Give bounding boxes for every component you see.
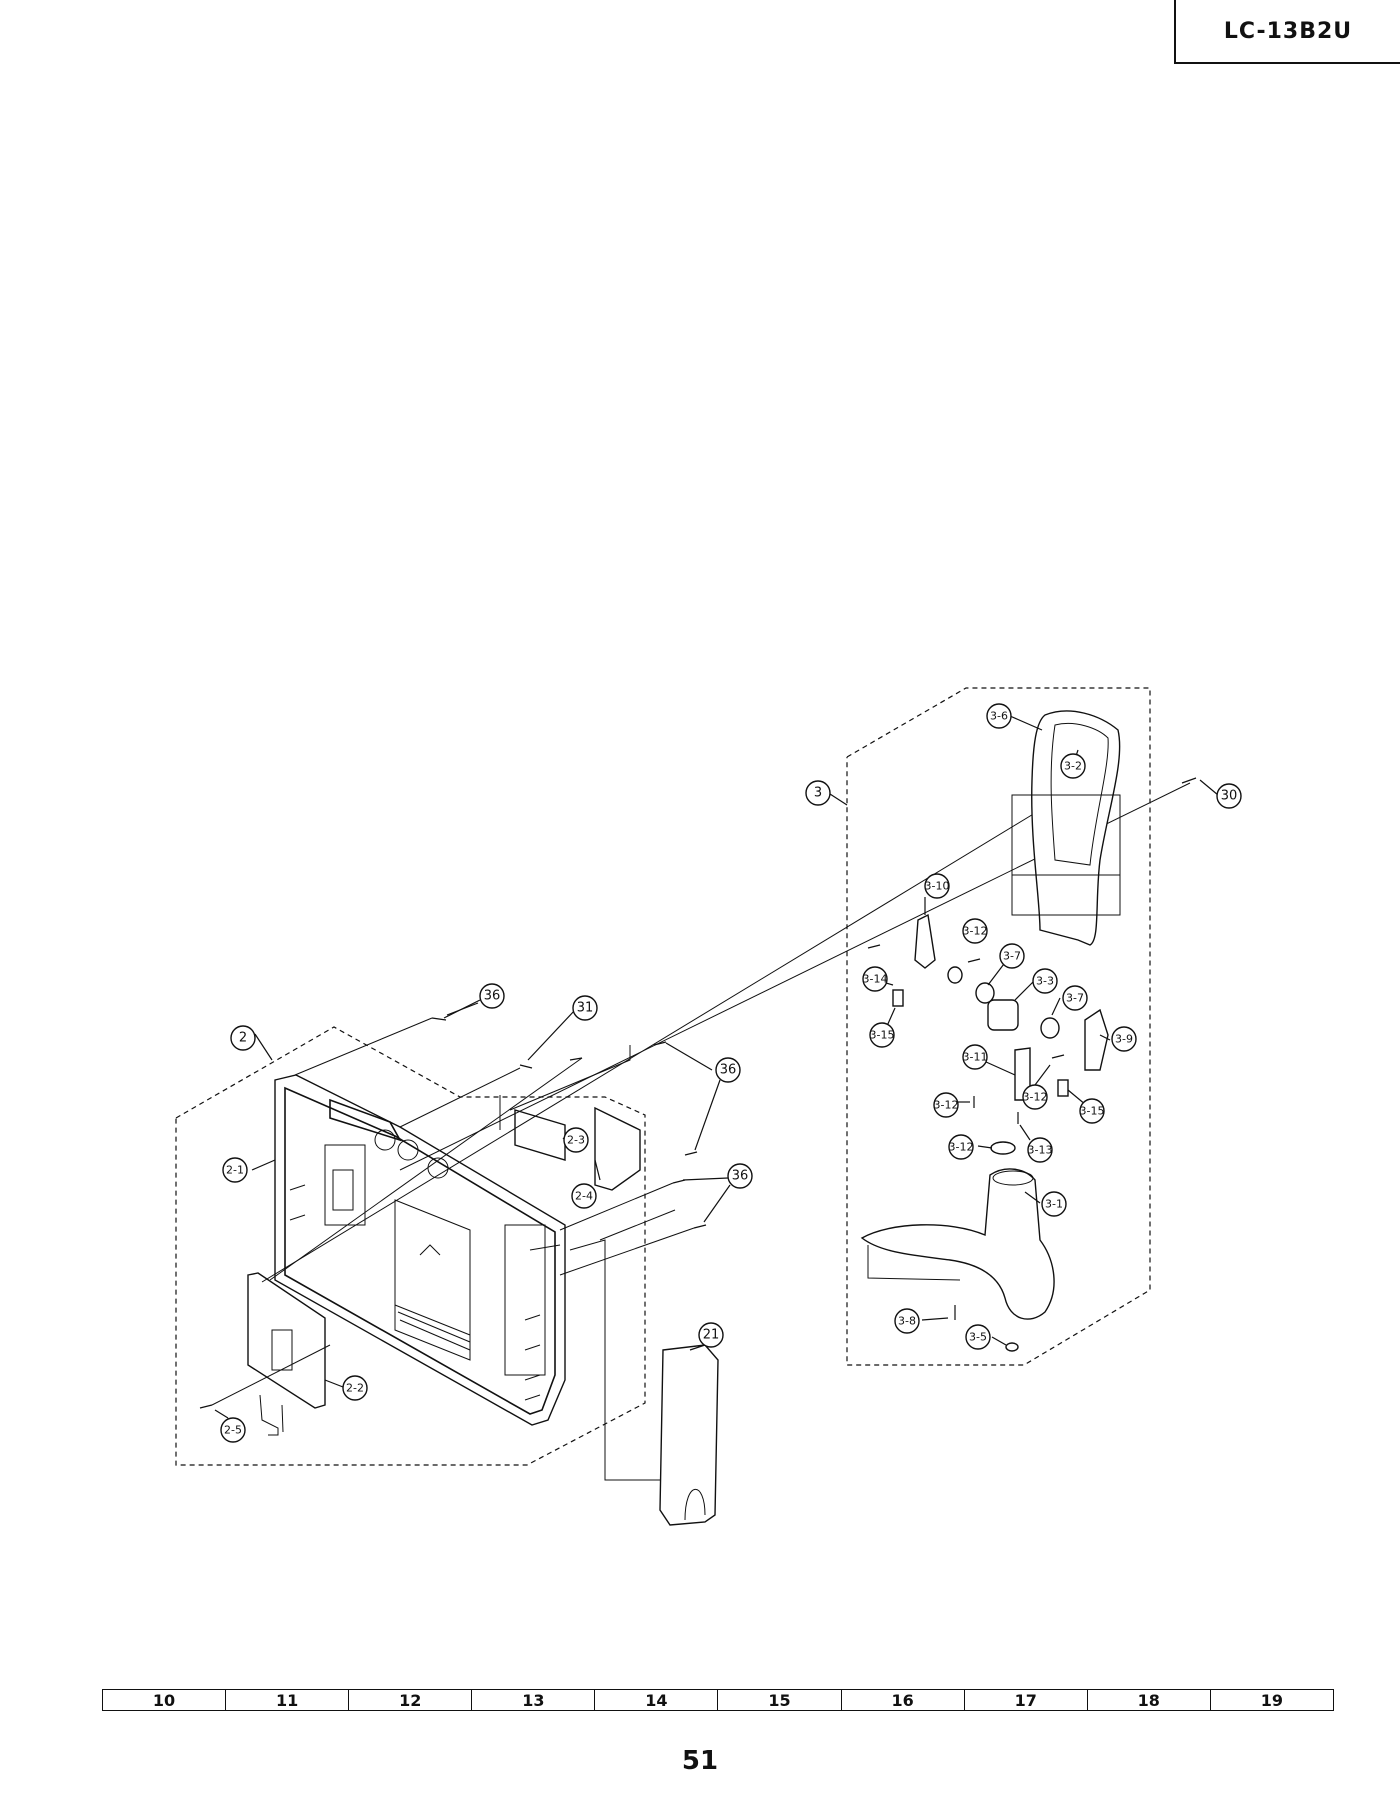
callout-21: 21 (698, 1322, 724, 1348)
callout-3-3: 3-3 (1032, 968, 1058, 994)
svg-text:3-3: 3-3 (1036, 975, 1054, 988)
callout-30: 30 (1216, 783, 1242, 809)
exploded-view-diagram: 2 2-1 2-2 2-3 2-4 2-5 36 31 36 36 21 3 3… (175, 687, 1242, 1526)
callout-leaders (214, 715, 1219, 1419)
index-cell: 18 (1086, 1689, 1211, 1711)
callout-2-1: 2-1 (222, 1157, 248, 1183)
model-number: LC-13B2U (1223, 18, 1353, 44)
svg-text:3-6: 3-6 (990, 710, 1008, 723)
callout-2: 2 (230, 1025, 256, 1051)
index-cell: 15 (717, 1689, 842, 1711)
bracket-2-2 (247, 1272, 326, 1436)
callout-3-13: 3-13 (1027, 1137, 1053, 1163)
callout-3-8: 3-8 (894, 1308, 920, 1334)
callout-2-2: 2-2 (342, 1375, 368, 1401)
index-cell: 19 (1209, 1689, 1335, 1711)
svg-text:2-5: 2-5 (224, 1424, 242, 1437)
callout-3-2: 3-2 (1060, 753, 1086, 779)
svg-text:3-12: 3-12 (963, 925, 988, 938)
screws-3 (867, 777, 1197, 1352)
svg-text:3-10: 3-10 (925, 880, 950, 893)
svg-text:2-2: 2-2 (346, 1382, 364, 1395)
callout-3-1: 3-1 (1041, 1191, 1067, 1217)
svg-text:3-1: 3-1 (1045, 1198, 1063, 1211)
callout-3-12-a: 3-12 (962, 918, 988, 944)
svg-text:3-12: 3-12 (1023, 1091, 1048, 1104)
svg-text:3-7: 3-7 (1003, 950, 1021, 963)
svg-text:3-12: 3-12 (949, 1141, 974, 1154)
svg-text:3-7: 3-7 (1066, 992, 1084, 1005)
svg-text:2: 2 (239, 1031, 247, 1046)
rear-cabinet-2-1 (274, 1074, 566, 1426)
terminal-cover-21 (659, 1344, 719, 1526)
index-cell: 16 (840, 1689, 965, 1711)
callout-3-7-a: 3-7 (999, 943, 1025, 969)
callout-3-10: 3-10 (924, 873, 950, 899)
callout-31: 31 (572, 995, 598, 1021)
callout-3-14: 3-14 (862, 966, 888, 992)
svg-text:36: 36 (732, 1169, 749, 1184)
svg-text:3-14: 3-14 (863, 973, 888, 986)
svg-text:2-3: 2-3 (567, 1134, 585, 1147)
svg-text:3-12: 3-12 (934, 1099, 959, 1112)
hinge-assembly (892, 913, 1109, 1155)
page-number: 51 (681, 1746, 719, 1776)
index-cell: 10 (101, 1689, 227, 1711)
svg-text:31: 31 (577, 1001, 594, 1016)
svg-text:3: 3 (814, 786, 822, 801)
svg-text:3-15: 3-15 (870, 1029, 895, 1042)
index-cell: 11 (225, 1689, 350, 1711)
callout-3-5: 3-5 (965, 1324, 991, 1350)
callout-3-6: 3-6 (986, 703, 1012, 729)
callout-3-12-b: 3-12 (1022, 1084, 1048, 1110)
callout-36-c: 36 (727, 1163, 753, 1189)
callout-3: 3 (805, 780, 831, 806)
guide-lines-2 (211, 1017, 695, 1481)
callout-36-a: 36 (479, 983, 505, 1009)
callout-3-11: 3-11 (962, 1044, 988, 1070)
svg-text:3-8: 3-8 (898, 1315, 916, 1328)
svg-text:3-9: 3-9 (1115, 1033, 1133, 1046)
callout-3-15-b: 3-15 (1079, 1098, 1105, 1124)
stand-frame-3-6 (1011, 710, 1121, 946)
svg-text:36: 36 (484, 989, 501, 1004)
svg-text:30: 30 (1221, 789, 1238, 804)
assembly-3-boundary (846, 687, 1151, 1366)
index-cell: 12 (348, 1689, 473, 1711)
screws-36-group (199, 1017, 707, 1409)
sheet-2-3 (514, 1109, 566, 1161)
assembly-2-boundary (175, 1026, 646, 1466)
svg-text:3-11: 3-11 (963, 1051, 988, 1064)
sheet-2-4 (594, 1106, 641, 1191)
svg-text:36: 36 (720, 1063, 737, 1078)
callout-3-9: 3-9 (1111, 1026, 1137, 1052)
svg-text:3-15: 3-15 (1080, 1105, 1105, 1118)
svg-text:3-5: 3-5 (969, 1331, 987, 1344)
index-cell: 14 (594, 1689, 719, 1711)
page-index-strip: 10 11 12 13 14 15 16 17 18 19 (101, 1689, 1335, 1711)
callout-3-7-b: 3-7 (1062, 985, 1088, 1011)
callout-2-4: 2-4 (571, 1183, 597, 1209)
callout-2-3: 2-3 (563, 1127, 589, 1153)
svg-text:3-13: 3-13 (1028, 1144, 1053, 1157)
callout-3-12-d: 3-12 (948, 1134, 974, 1160)
callout-3-12-c: 3-12 (933, 1092, 959, 1118)
model-number-box: LC-13B2U (1174, 0, 1400, 64)
index-cell: 17 (963, 1689, 1088, 1711)
svg-text:3-2: 3-2 (1064, 760, 1082, 773)
svg-text:2-1: 2-1 (226, 1164, 244, 1177)
stand-base-3-1 (860, 1168, 1055, 1320)
svg-text:21: 21 (703, 1328, 720, 1343)
callout-2-5: 2-5 (220, 1417, 246, 1443)
callout-3-15-a: 3-15 (869, 1022, 895, 1048)
index-cell: 13 (471, 1689, 596, 1711)
svg-text:2-4: 2-4 (575, 1190, 593, 1203)
callout-36-b: 36 (715, 1057, 741, 1083)
